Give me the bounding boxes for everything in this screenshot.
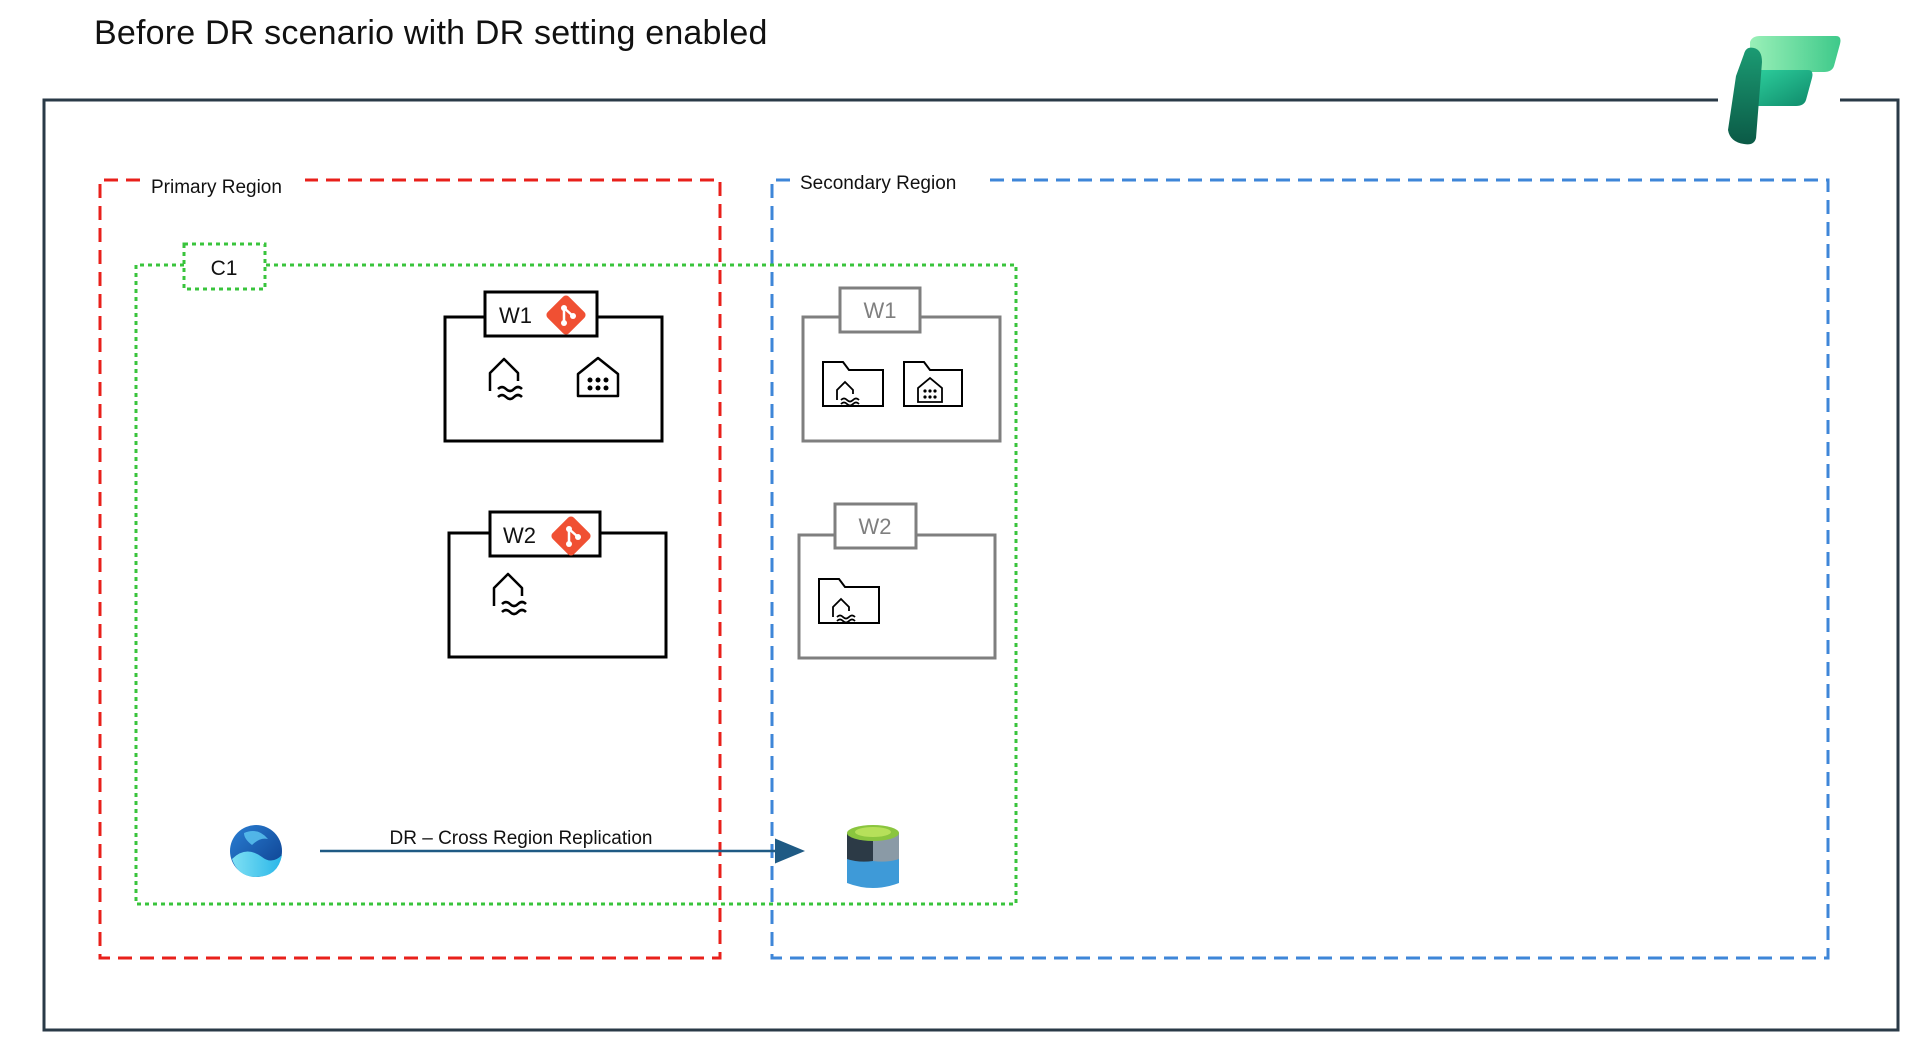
- primary-region-border: [98, 178, 722, 960]
- lakehouse-icon: [488, 357, 523, 401]
- lakehouse-folder-icon: [818, 578, 880, 624]
- secondary-region-border: [770, 178, 1830, 960]
- capacity-label-box: [182, 242, 267, 291]
- primary-w2-label: W2: [503, 523, 536, 548]
- git-icon: [551, 516, 591, 556]
- primary-workspace-w2: W2: [447, 510, 668, 659]
- secondary-w1-label: W1: [864, 298, 897, 323]
- replication-label: DR – Cross Region Replication: [390, 828, 653, 849]
- secondary-region-label: Secondary Region: [800, 173, 956, 194]
- page-title: Before DR scenario with DR setting enabl…: [94, 14, 768, 52]
- warehouse-folder-icon: [903, 361, 963, 407]
- lakehouse-folder-icon: [822, 361, 884, 407]
- storage-icon: [847, 825, 899, 888]
- onelake-icon: [230, 825, 282, 877]
- fabric-logo-icon: [1728, 36, 1841, 145]
- secondary-workspace-w1: W1: [801, 286, 1002, 443]
- git-icon: [546, 295, 586, 335]
- lakehouse-icon: [492, 572, 527, 616]
- secondary-w2-label: W2: [859, 514, 892, 539]
- outer-frame: [42, 98, 1900, 1032]
- primary-workspace-w1: W1: [443, 290, 664, 443]
- capacity-border: [134, 263, 1018, 906]
- primary-region-label: Primary Region: [151, 177, 282, 198]
- warehouse-icon: [576, 356, 620, 398]
- primary-w1-label: W1: [499, 303, 532, 328]
- secondary-workspace-w2: W2: [797, 502, 997, 660]
- capacity-label: C1: [211, 257, 238, 280]
